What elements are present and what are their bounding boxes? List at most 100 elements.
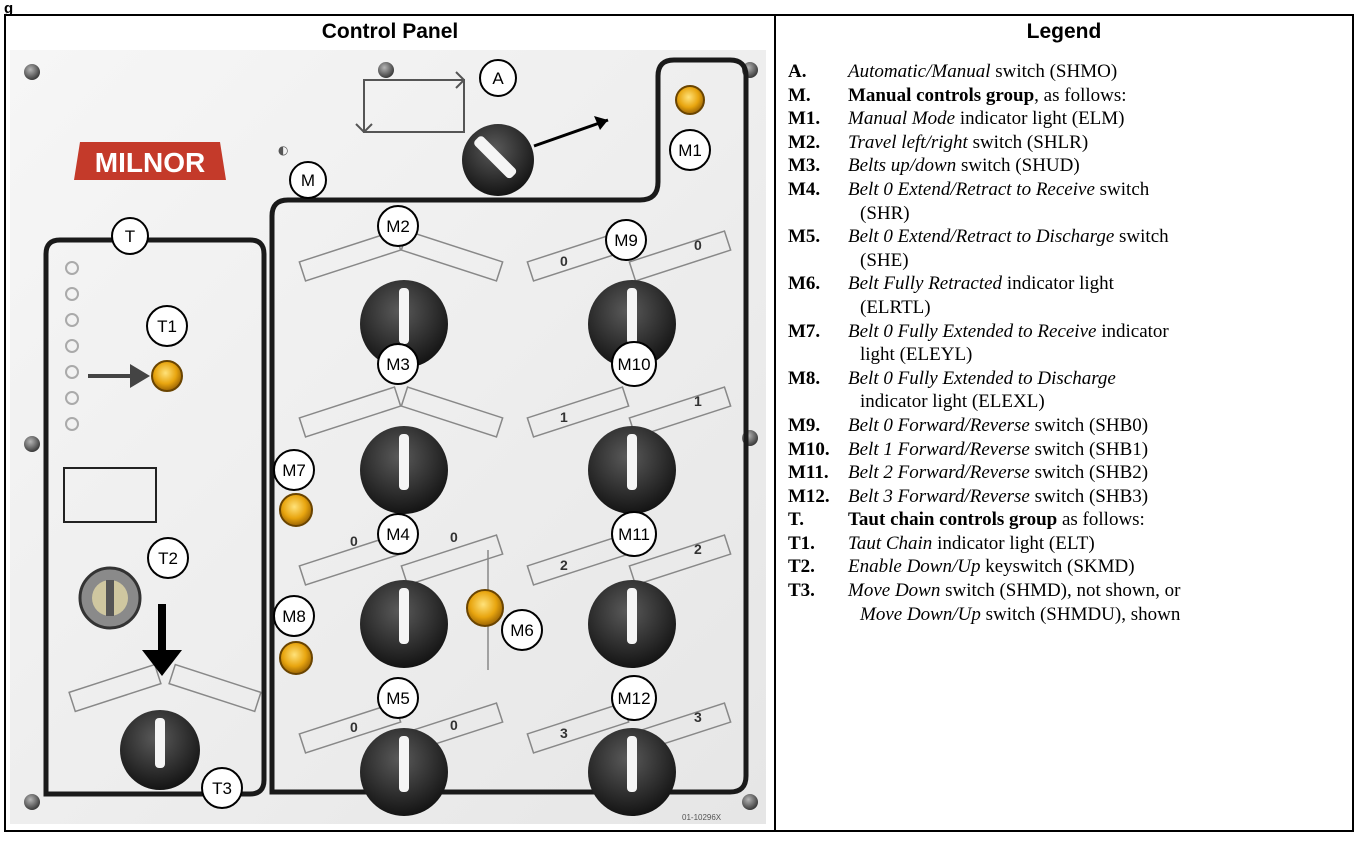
legend-item: M6. Belt Fully Retracted indicator light(… bbox=[788, 272, 1348, 319]
legend-code: M3. bbox=[788, 155, 821, 177]
callout-t2: T2 bbox=[158, 549, 178, 568]
legend-code: M10. bbox=[788, 438, 830, 460]
legend-description: Taut chain controls group as follows: bbox=[848, 508, 1348, 532]
selector-knobs bbox=[120, 280, 676, 816]
figure-label: g bbox=[4, 0, 14, 17]
legend-text-part: Move Down bbox=[848, 580, 941, 602]
legend-item: M3. Belts up/down switch (SHUD) bbox=[788, 154, 1348, 178]
legend-text-part: Belt 0 Extend/Retract to Receive bbox=[848, 178, 1095, 200]
belt-number: 0 bbox=[350, 719, 358, 735]
legend-text-part: Taut chain controls group bbox=[848, 509, 1058, 531]
automatic-manual-switch bbox=[462, 116, 609, 196]
legend-text-part: switch (SHUD) bbox=[956, 155, 1080, 177]
legend-item: T2.Enable Down/Up keyswitch (SKMD) bbox=[788, 555, 1348, 579]
belt0-extended-discharge-light bbox=[279, 641, 313, 675]
callout-m9: M9 bbox=[614, 231, 638, 250]
manual-group-outline bbox=[269, 57, 749, 795]
belt-number: 0 bbox=[560, 253, 568, 269]
legend-text-part: Belt 0 Extend/Retract to Discharge bbox=[848, 226, 1115, 248]
legend-text-part: indicator light (ELT) bbox=[932, 532, 1095, 554]
belt-number: 0 bbox=[694, 237, 702, 253]
legend-description: Belt 1 Forward/Reverse switch (SHB1) bbox=[848, 438, 1348, 462]
mode-arrows bbox=[355, 71, 465, 133]
legend-code: M6. bbox=[788, 273, 821, 295]
callout-m6: M6 bbox=[510, 621, 534, 640]
legend-text-part: Automatic/Manual bbox=[848, 61, 991, 82]
callout-m10: M10 bbox=[617, 355, 650, 374]
legend-text-part: Belt Fully Retracted bbox=[848, 273, 1003, 295]
legend-text-part: Belts up/down bbox=[848, 155, 957, 177]
enable-keyswitch bbox=[78, 566, 182, 676]
chain-icon bbox=[65, 261, 79, 431]
belt-retracted-light bbox=[466, 589, 504, 627]
legend-column-title: Legend bbox=[1026, 20, 1102, 43]
callout-t3: T3 bbox=[212, 779, 232, 798]
legend-code: T3. bbox=[788, 580, 815, 602]
legend-item: M12.Belt 3 Forward/Reverse switch (SHB3) bbox=[788, 485, 1348, 509]
legend-text-part: Travel left/right bbox=[848, 131, 968, 153]
legend-description: Belt 0 Extend/Retract to Receive switch(… bbox=[848, 178, 1348, 225]
legend-description: Belt 0 Extend/Retract to Discharge switc… bbox=[848, 225, 1348, 272]
legend-description: Travel left/right switch (SHLR) bbox=[848, 131, 1348, 155]
legend-text-part: Belt 0 Forward/Reverse bbox=[848, 414, 1030, 436]
callout-m1: M1 bbox=[678, 141, 702, 160]
legend-text-part: switch (SHLR) bbox=[967, 131, 1089, 153]
legend-item: T3. Move Down switch (SHMD), not shown, o… bbox=[788, 579, 1348, 626]
legend-item: M2.Travel left/right switch (SHLR) bbox=[788, 131, 1348, 155]
legend-continuation: light (ELEYL) bbox=[860, 344, 973, 366]
legend-text-part: Enable Down/Up bbox=[848, 556, 981, 578]
legend-item: M5.Belt 0 Extend/Retract to Discharge sw… bbox=[788, 225, 1348, 272]
legend-item: M7.Belt 0 Fully Extended to Receive indi… bbox=[788, 320, 1348, 367]
callout-m5: M5 bbox=[386, 689, 410, 708]
legend-text-part: Belt 0 Fully Extended to Discharge bbox=[848, 367, 1116, 389]
panel-column-title: Control Panel bbox=[321, 20, 459, 43]
legend-code: M12. bbox=[788, 485, 830, 507]
legend-list: A.Automatic/Manual switch (SHMO)M. Manual… bbox=[788, 60, 1348, 626]
belt0-extended-receive-light bbox=[279, 493, 313, 527]
legend-description: Belts up/down switch (SHUD) bbox=[848, 154, 1348, 178]
legend-text-part: switch (SHB2) bbox=[1029, 462, 1149, 484]
callout-m3: M3 bbox=[386, 355, 410, 374]
legend-text-part: Belt 2 Forward/Reverse bbox=[848, 462, 1030, 484]
legend-code: M8. bbox=[788, 367, 821, 389]
legend-description: Taut Chain indicator light (ELT) bbox=[848, 532, 1348, 556]
legend-text-part: Move Down/Up bbox=[860, 603, 981, 625]
legend-code: M1. bbox=[788, 108, 821, 130]
belt-number: 0 bbox=[450, 529, 458, 545]
belt-number: 1 bbox=[694, 393, 702, 409]
legend-code: M11. bbox=[788, 462, 829, 484]
legend-description: Manual controls group, as follows: bbox=[848, 84, 1348, 108]
legend-description: Belt 2 Forward/Reverse switch (SHB2) bbox=[848, 461, 1348, 485]
legend-description: Automatic/Manual switch (SHMO) bbox=[848, 60, 1348, 84]
legend-code: M. bbox=[788, 84, 811, 106]
legend-text-part: switch (SHMO) bbox=[990, 61, 1118, 82]
callout-m4: M4 bbox=[386, 525, 410, 544]
legend-description: Enable Down/Up keyswitch (SKMD) bbox=[848, 555, 1348, 579]
legend-text-part: , as follows: bbox=[1034, 84, 1127, 106]
taut-chain-light bbox=[151, 360, 183, 392]
legend-item: M. Manual controls group, as follows: bbox=[788, 84, 1348, 108]
legend-text-part: switch bbox=[1114, 226, 1169, 248]
column-divider bbox=[774, 14, 776, 832]
legend-item: A.Automatic/Manual switch (SHMO) bbox=[788, 60, 1348, 84]
belt-number: 0 bbox=[350, 533, 358, 549]
legend-text-part: switch (SHB1) bbox=[1029, 438, 1149, 460]
legend-item: M4.Belt 0 Extend/Retract to Receive swit… bbox=[788, 178, 1348, 225]
legend-code: M7. bbox=[788, 320, 821, 342]
legend-text-part: Manual controls group bbox=[848, 84, 1035, 106]
legend-continuation: (SHE) bbox=[860, 249, 909, 271]
belt-number: 0 bbox=[450, 717, 458, 733]
callout-m: M bbox=[301, 171, 315, 190]
legend-description: Belt Fully Retracted indicator light(ELR… bbox=[848, 272, 1348, 319]
legend-text-part: switch (SHMD), not shown, or bbox=[940, 580, 1181, 602]
belt-number: 3 bbox=[560, 725, 568, 741]
legend-text-part: keyswitch (SKMD) bbox=[980, 556, 1135, 578]
callout-m2: M2 bbox=[386, 217, 410, 236]
callout-m11: M11 bbox=[618, 525, 650, 544]
callout-m8: M8 bbox=[282, 607, 306, 626]
